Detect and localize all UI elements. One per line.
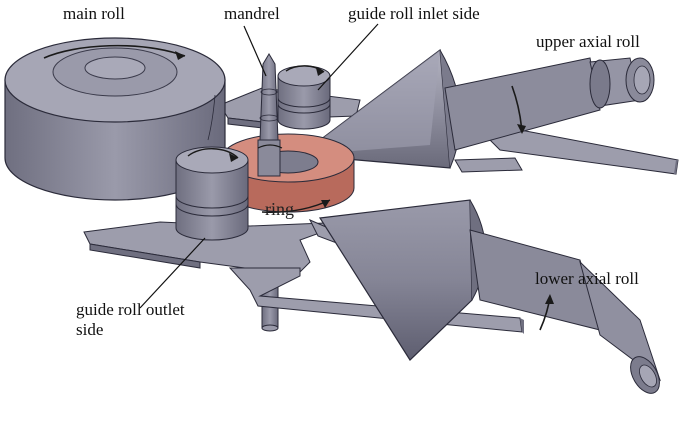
label-lower-axial-roll: lower axial roll	[535, 269, 639, 288]
label-mandrel: mandrel	[224, 4, 280, 23]
ring	[221, 133, 355, 213]
label-upper-axial-roll: upper axial roll	[536, 32, 640, 51]
leader-guide-roll-inlet	[317, 23, 379, 91]
upper-axial-roll	[298, 48, 655, 169]
label-main-roll: main roll	[63, 4, 125, 23]
leader-guide-roll-outlet	[139, 237, 206, 309]
leader-lines	[139, 23, 379, 309]
guide-roll-outlet	[175, 146, 249, 241]
label-guide-roll-inlet: guide roll inlet side	[348, 4, 480, 23]
lower-axial-roll	[318, 199, 661, 394]
leader-mandrel	[243, 25, 267, 77]
label-guide-roll-outlet: guide roll outlet side	[76, 300, 216, 340]
label-guide-roll-outlet-line1: guide roll outlet	[76, 300, 185, 319]
label-ring: ring	[265, 199, 294, 219]
guide-roll-inlet	[277, 65, 331, 130]
support-plate-upper-right	[454, 127, 679, 175]
label-guide-roll-outlet-line2: side	[76, 320, 104, 339]
main-roll	[4, 37, 226, 201]
